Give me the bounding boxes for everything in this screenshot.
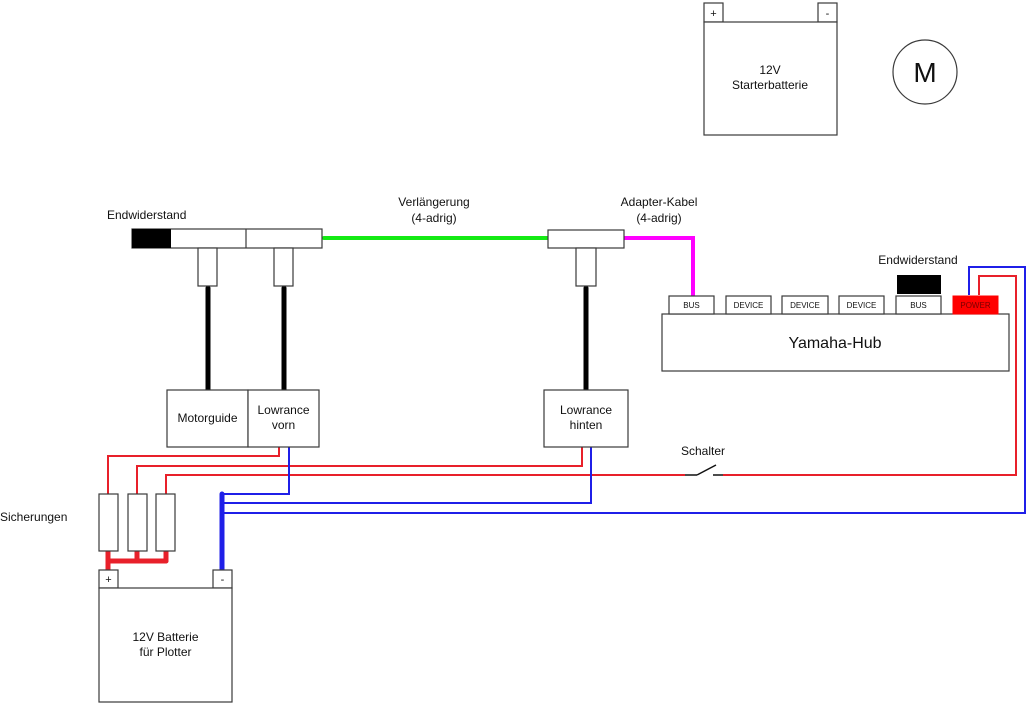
fuses-label: Sicherungen	[0, 510, 67, 524]
yamaha-hub: Endwiderstand Yamaha-Hub BUS DEVICE DEVI…	[661, 253, 1010, 372]
motor-symbol: M	[892, 39, 958, 105]
front-t-connectors	[131, 228, 323, 287]
fuse-bus	[105, 548, 169, 573]
device-lowrance-front: Lowrance vorn	[247, 389, 320, 448]
hub-port-device-2	[781, 295, 829, 315]
switch-label: Schalter	[681, 444, 725, 458]
extension-cable-label: Verlängerung	[398, 195, 469, 209]
hub-port-bus-2-label: BUS	[910, 301, 926, 310]
plotter-battery-minus-label: -	[221, 574, 225, 586]
hub-port-bus-2	[895, 295, 942, 315]
ground-wire-hub	[222, 266, 1026, 514]
hub-port-device-3	[838, 295, 885, 315]
plotter-battery-voltage-label: 12V Batterie	[132, 630, 198, 644]
adapter-cable-label: Adapter-Kabel	[621, 195, 698, 209]
power-wire-lowrance-rear	[136, 447, 583, 494]
adapter-cable	[622, 236, 695, 298]
starter-battery-label: Starterbatterie	[732, 78, 808, 92]
fuse-2	[127, 493, 148, 552]
plotter-battery-sublabel: für Plotter	[139, 645, 191, 659]
fuse-1	[98, 493, 119, 552]
hub-port-bus-1	[668, 295, 715, 315]
hub-label: Yamaha-Hub	[788, 335, 881, 352]
rear-t-connector	[547, 229, 625, 287]
ground-wire-lowrance-rear	[222, 447, 592, 504]
starter-battery-plus-label: +	[710, 8, 716, 20]
adapter-cable-sublabel: (4-adrig)	[636, 211, 681, 225]
switch: Schalter	[681, 444, 725, 476]
extension-cable-sublabel: (4-adrig)	[411, 211, 456, 225]
fuses	[98, 493, 176, 552]
hub-port-device-2-label: DEVICE	[790, 301, 820, 310]
lowrance-rear-label: Lowrance	[560, 403, 612, 417]
lowrance-rear-sublabel: hinten	[570, 418, 603, 432]
fuse-3	[155, 493, 176, 552]
plotter-battery-plus-label: +	[105, 574, 111, 586]
lowrance-rear-box	[543, 389, 629, 448]
hub-body	[661, 313, 1010, 372]
front-terminator-label: Endwiderstand	[107, 208, 186, 222]
device-lowrance-rear: Lowrance hinten	[543, 389, 629, 448]
switch-lever	[696, 464, 717, 476]
rear-bus-bar	[547, 229, 625, 249]
lowrance-front-sublabel: vorn	[272, 418, 295, 432]
plotter-battery-body	[98, 587, 233, 703]
starter-battery: + - 12V Starterbatterie	[703, 2, 838, 136]
t-connector-drop-lowrance-front	[273, 247, 294, 287]
hub-port-power	[952, 295, 999, 315]
hub-terminator	[897, 275, 941, 294]
hub-port-device-1	[725, 295, 772, 315]
lowrance-front-label: Lowrance	[257, 403, 309, 417]
lowrance-front-box	[247, 389, 320, 448]
hub-terminator-label: Endwiderstand	[878, 253, 957, 267]
motorguide-label: Motorguide	[177, 411, 237, 425]
front-terminator	[132, 229, 171, 248]
power-wire-lowrance-front	[107, 447, 280, 494]
t-connector-drop-motorguide	[197, 247, 218, 287]
device-motorguide: Motorguide	[166, 389, 249, 448]
ground-wire-lowrance-front	[222, 447, 290, 495]
hub-port-power-label: POWER	[960, 301, 990, 310]
motorguide-box	[166, 389, 249, 448]
power-wire-hub-fused	[165, 474, 685, 494]
motor-circle	[892, 39, 958, 105]
hub-port-bus-1-label: BUS	[683, 301, 699, 310]
plotter-battery: + - 12V Batterie für Plotter	[98, 569, 233, 703]
hub-port-device-1-label: DEVICE	[734, 301, 764, 310]
starter-battery-voltage: 12V	[759, 63, 780, 77]
power-wire-hub-switched	[723, 275, 1017, 476]
hub-port-device-3-label: DEVICE	[847, 301, 877, 310]
starter-battery-minus-label: -	[826, 8, 830, 20]
starter-battery-body	[703, 21, 838, 136]
t-connector-drop-lowrance-rear	[575, 247, 597, 287]
motor-label: M	[913, 57, 936, 88]
